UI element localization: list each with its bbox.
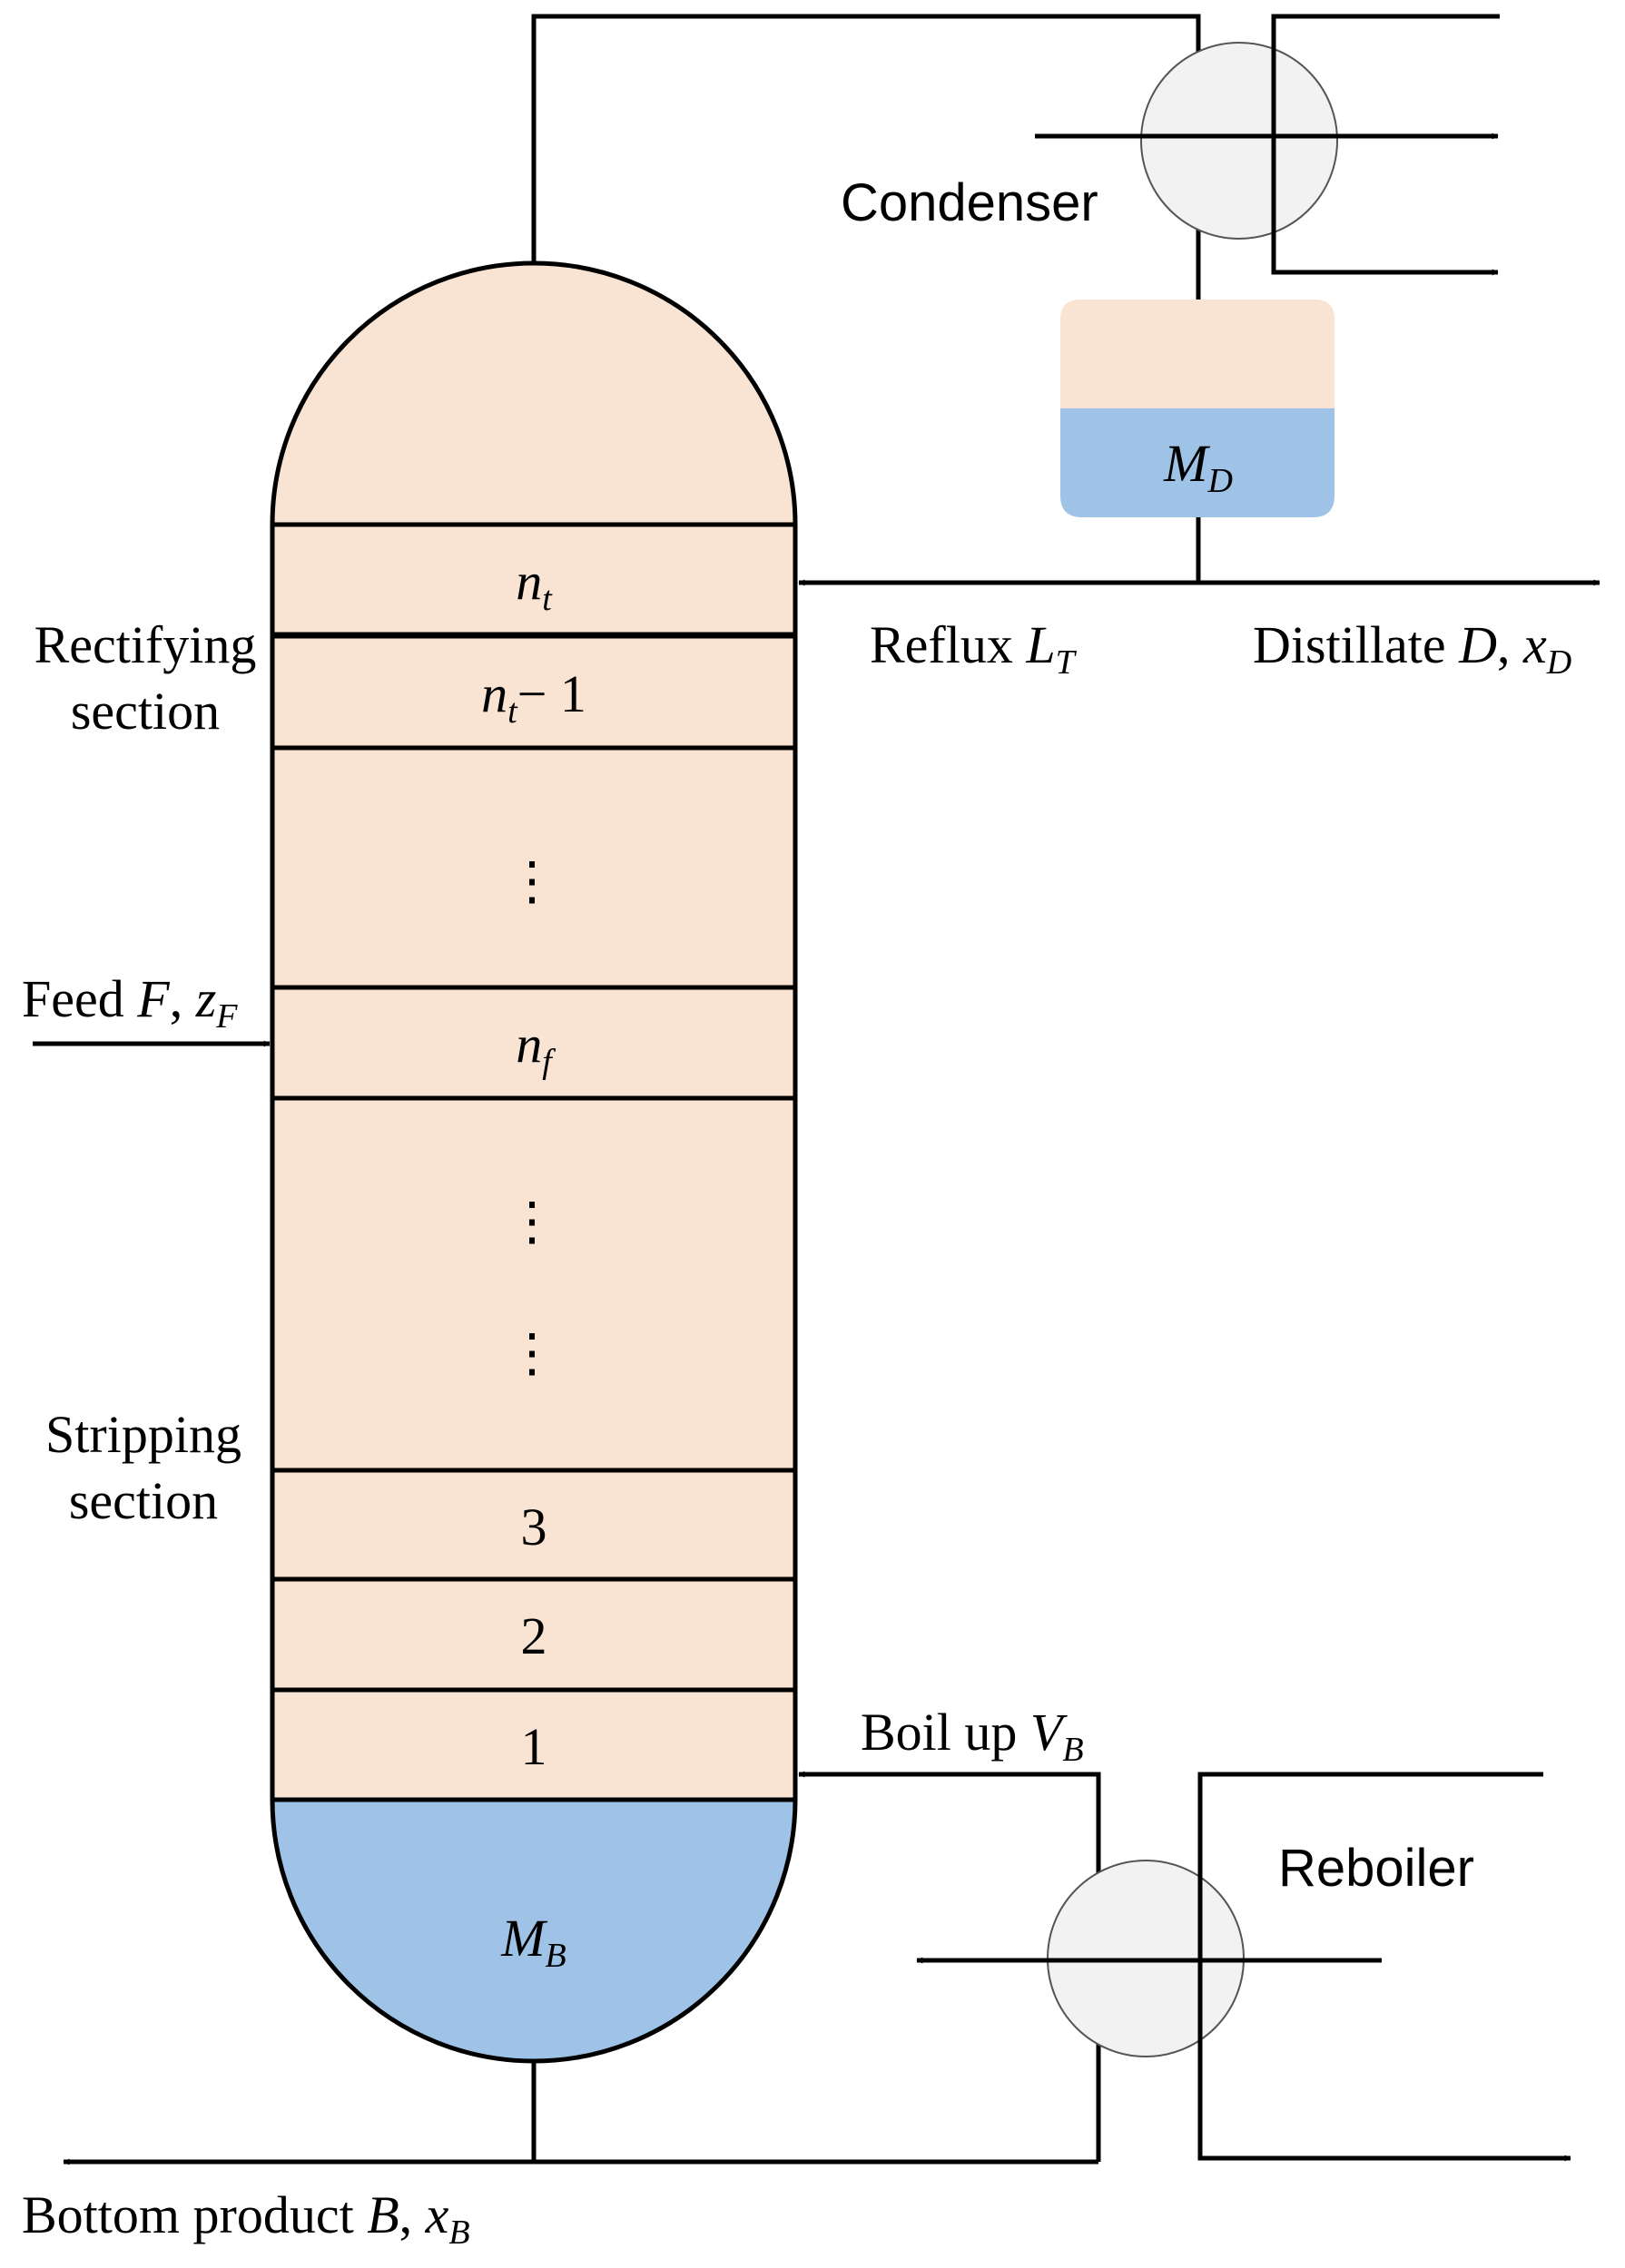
rectifying-section-label-line1: Rectifying <box>34 615 257 674</box>
bottom-product-label: Bottom product B, xB <box>22 2185 470 2252</box>
reflux-drum-liquid <box>1060 408 1334 517</box>
reflux-drum-holdup-label: MD <box>1163 434 1233 500</box>
boilup-label: Boil up VB <box>861 1703 1084 1769</box>
reboiler-heating-line <box>1197 1772 1571 2162</box>
stage-label-nt-minus-1: nt− 1 <box>481 664 586 731</box>
feed-label: Feed F, zF <box>22 969 238 1036</box>
column-top-dome <box>272 263 795 525</box>
reflux-drum <box>1060 299 1334 517</box>
bottom-sump <box>272 1800 795 2061</box>
reboiler-label: Reboiler <box>1278 1839 1474 1898</box>
reflux-label: Reflux LT <box>870 615 1078 682</box>
stage-label-3: 3 <box>521 1497 547 1556</box>
column-trays-body <box>272 525 795 1800</box>
ellipsis-middle: ⋮ <box>506 1192 558 1251</box>
ellipsis-lower: ⋮ <box>506 1323 558 1382</box>
condenser-label: Condenser <box>841 173 1098 232</box>
distillate-label: Distillate D, xD <box>1253 615 1571 682</box>
reflux-drum-vapor <box>1060 299 1334 408</box>
ellipsis-upper: ⋮ <box>506 851 558 910</box>
stripping-section-label-line1: Stripping <box>45 1405 241 1464</box>
stage-label-1: 1 <box>521 1717 547 1776</box>
stage-label-nt: nt <box>516 552 553 618</box>
stage-label-2: 2 <box>521 1606 547 1665</box>
condenser-exchanger <box>1140 42 1338 240</box>
bottom-holdup-label: MB <box>500 1909 566 1975</box>
distillation-column <box>270 260 798 2064</box>
condenser-coolant-line <box>1271 14 1500 276</box>
overhead-vapor-line <box>531 14 1201 302</box>
stripping-section-label-line2: section <box>69 1471 218 1530</box>
rectifying-section-label-line2: section <box>71 682 220 741</box>
